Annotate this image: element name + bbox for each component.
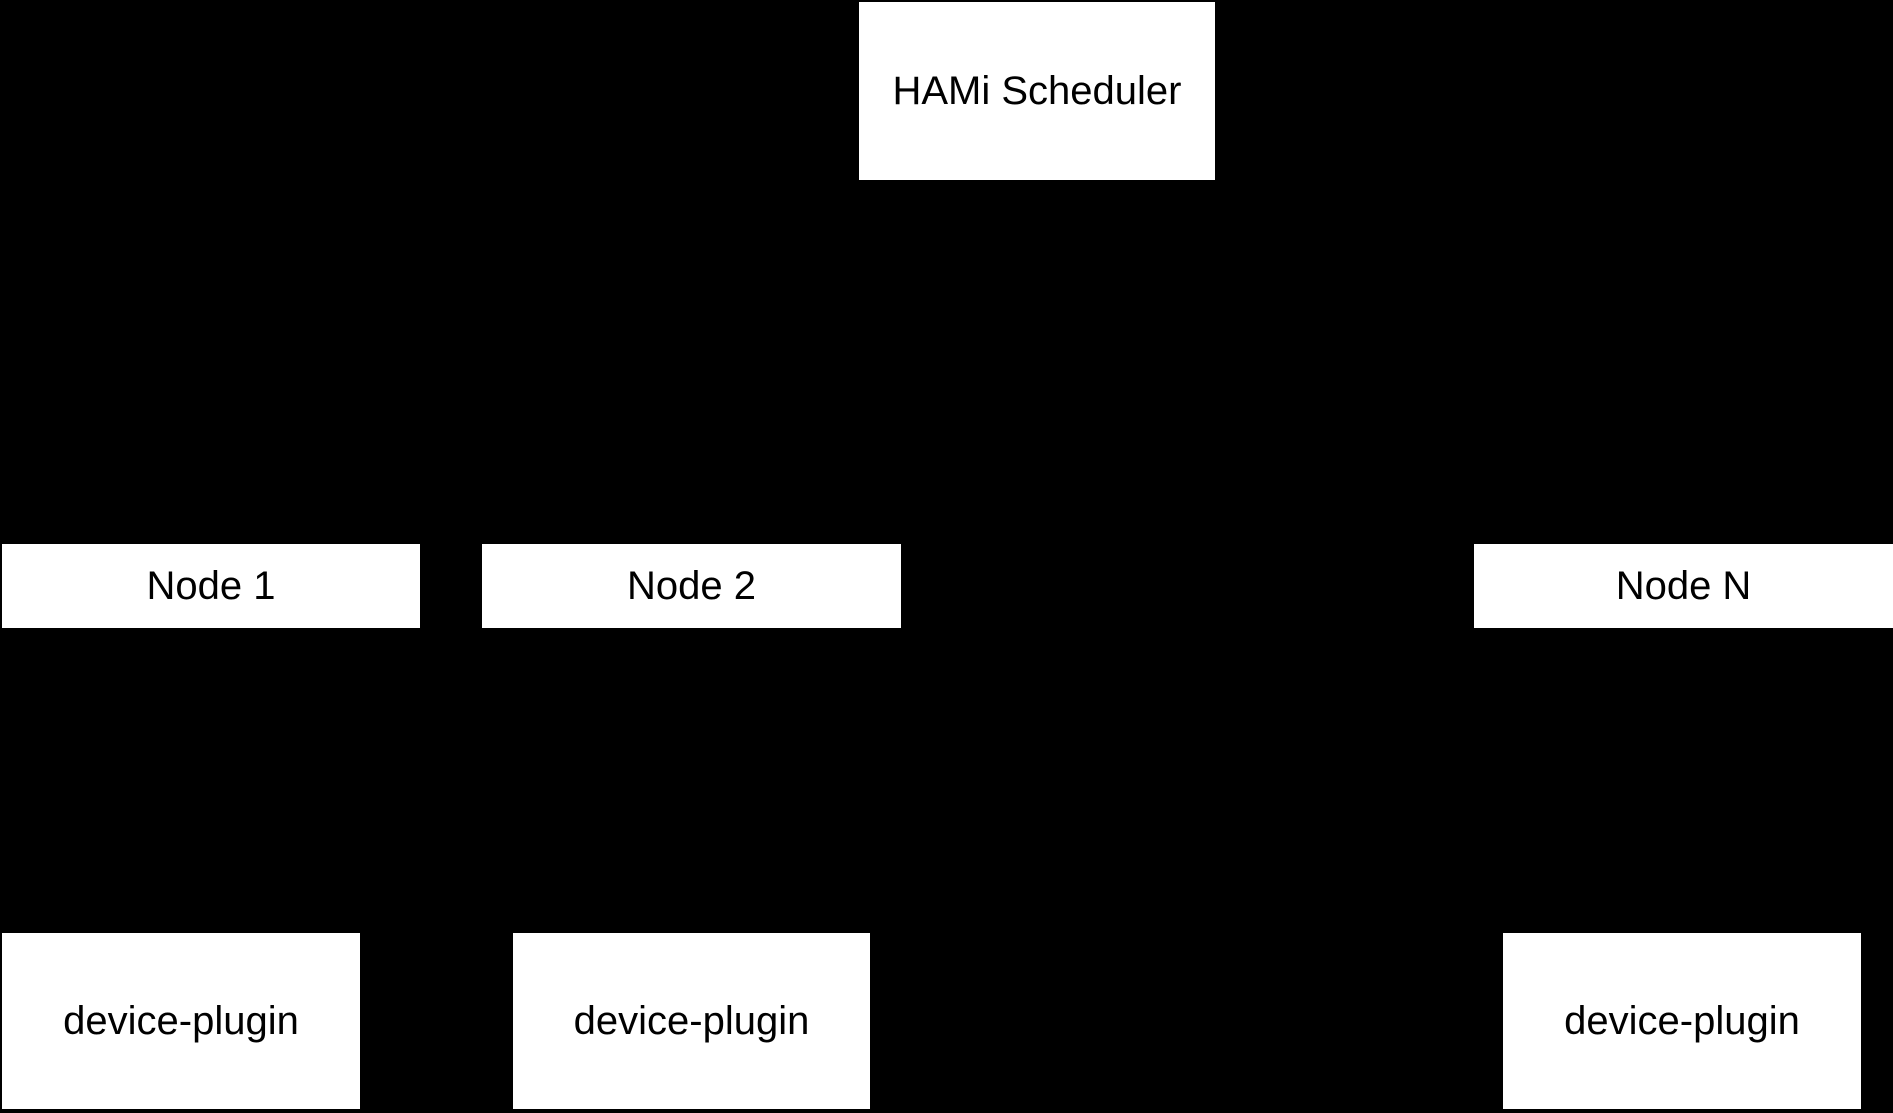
device-plugin-label-1: device-plugin <box>63 999 299 1043</box>
device-plugin-label-2: device-plugin <box>573 999 810 1043</box>
device-plugin-box-3: device-plugin <box>1503 933 1861 1109</box>
node-2-label: Node 2 <box>627 564 756 608</box>
node-2-box: Node 2 <box>482 544 901 628</box>
node-1-label: Node 1 <box>146 564 276 608</box>
hami-scheduler-label: HAMi Scheduler <box>892 69 1182 113</box>
node-n-box: Node N <box>1474 544 1893 628</box>
node-n-label: Node N <box>1615 564 1752 608</box>
device-plugin-box-1: device-plugin <box>2 933 360 1109</box>
device-plugin-box-2: device-plugin <box>513 933 870 1109</box>
device-plugin-label-3: device-plugin <box>1564 999 1800 1043</box>
hami-scheduler-box: HAMi Scheduler <box>859 2 1215 180</box>
node-1-box: Node 1 <box>2 544 420 628</box>
